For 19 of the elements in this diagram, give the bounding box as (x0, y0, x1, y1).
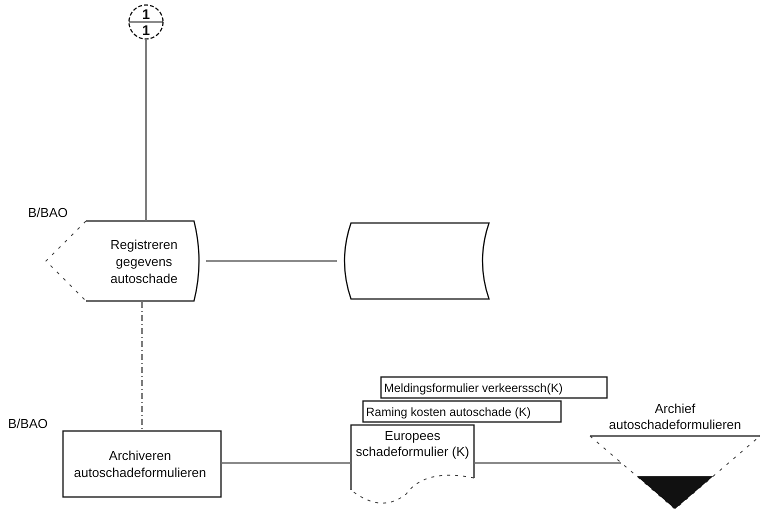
actor-label: B/BAO (28, 204, 68, 222)
document-box (380, 376, 608, 399)
node-text: Archiveren autoschadeformulieren (72, 447, 208, 481)
connector-circle (128, 4, 164, 40)
node-text: Raming kosten autoschade (K) (366, 404, 531, 420)
connector-line (145, 40, 147, 220)
node-text: Archief autoschadeformulieren (608, 401, 742, 433)
process-box (62, 430, 222, 498)
node-text: Meldingsformulier verkeerssch(K) (384, 380, 563, 396)
document-box (362, 400, 562, 423)
connector-number: 1 (142, 22, 150, 38)
node-text: Registreren gegevens autoschade (109, 236, 179, 286)
connector-line (222, 462, 350, 464)
node-text: Europees schadeformulier (K) (354, 428, 470, 460)
connector-line (141, 302, 143, 430)
connector-number: 1 (142, 6, 150, 22)
actor-label: B/BAO (8, 415, 48, 433)
connector-line (475, 462, 622, 464)
connector-line (206, 260, 337, 262)
